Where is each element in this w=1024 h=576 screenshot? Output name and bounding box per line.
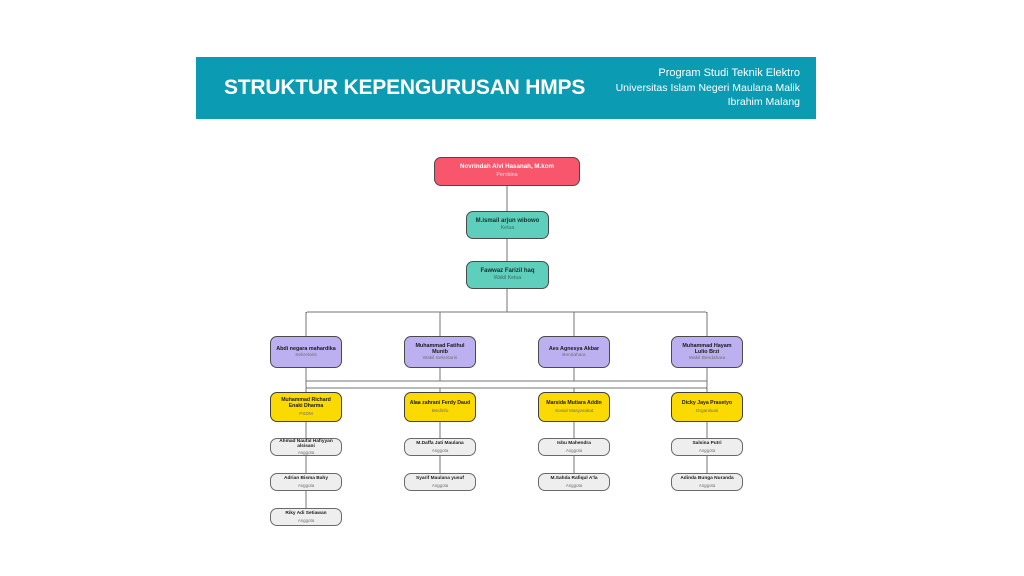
program-name: Program Studi Teknik Elektro: [658, 67, 800, 80]
node-name: Salsina Putri: [692, 441, 722, 447]
node-anggota[interactable]: M.Sahda Rafiqul A'la Anggota: [538, 473, 610, 491]
node-bendahara[interactable]: Aes Agnesya Akbar Bendahara: [538, 336, 610, 368]
university-name: Universitas Islam Negeri Maulana Malik I…: [615, 82, 800, 109]
node-role: Wakil Bendahara: [688, 355, 726, 361]
node-anggota[interactable]: Adrian Bisma Bahy Anggota: [270, 473, 342, 491]
node-name: Marsida Mutiara Addin: [546, 399, 602, 406]
node-ketua[interactable]: M.ismail arjun wibowo Ketua: [466, 211, 549, 239]
node-role: Organisasi: [695, 407, 719, 413]
node-anggota[interactable]: Syarif Maulana yusuf Anggota: [404, 473, 476, 491]
node-name: Riky Adi Setiawan: [285, 511, 327, 517]
node-pembina[interactable]: Novrindah Alvi Hasanah, M.kom Pembina: [434, 157, 580, 186]
node-name: Adinda Bunga Nuranda: [680, 476, 734, 482]
node-name: Muhammad Richard Enaki Dharma: [281, 396, 331, 409]
node-name: Novrindah Alvi Hasanah, M.kom: [460, 163, 554, 171]
node-role: Medinfo: [431, 407, 449, 413]
node-role: Anggota: [431, 447, 449, 453]
node-anggota[interactable]: Riky Adi Setiawan Anggota: [270, 508, 342, 526]
node-wakil-ketua[interactable]: Fawwaz Farizil haq Wakil Ketua: [466, 261, 549, 289]
node-anggota[interactable]: Ahmad Naufal Hafiyyan alsisani Anggota: [270, 438, 342, 456]
node-role: Sosial Masyarakat: [554, 407, 594, 413]
node-role: Anggota: [698, 447, 716, 453]
node-role: Bendahara: [562, 352, 586, 358]
node-role: Anggota: [431, 482, 449, 488]
node-anggota[interactable]: Salsina Putri Anggota: [671, 438, 743, 456]
node-role: Anggota: [698, 482, 716, 488]
node-name: Fawwaz Farizil haq: [480, 268, 535, 275]
node-name: Alaa zahrani Ferdy Daud: [409, 399, 471, 406]
node-name: Adrian Bisma Bahy: [284, 476, 328, 482]
node-role: Anggota: [297, 450, 315, 456]
page-title: STRUKTUR KEPENGURUSAN HMPS: [224, 76, 586, 99]
node-name: Aes Agnesya Akbar: [548, 345, 600, 352]
node-role: Ketua: [500, 224, 515, 231]
node-name: Ahmad Naufal Hafiyyan alsisani: [279, 438, 333, 449]
node-name: Muhammad Hayam Lulio Brzi: [682, 342, 732, 355]
node-role: Wakil Sekretaris: [422, 355, 458, 361]
header-banner: STRUKTUR KEPENGURUSAN HMPS Program Studi…: [196, 57, 816, 119]
node-divisi-psdm[interactable]: Muhammad Richard Enaki Dharma PSDM: [270, 392, 342, 422]
node-anggota[interactable]: Adinda Bunga Nuranda Anggota: [671, 473, 743, 491]
node-name: M.ismail arjun wibowo: [475, 218, 540, 225]
node-divisi-medinfo[interactable]: Alaa zahrani Ferdy Daud Medinfo: [404, 392, 476, 422]
node-anggota[interactable]: M.Daffa Jati Maulana Anggota: [404, 438, 476, 456]
node-name: Syarif Maulana yusuf: [416, 476, 464, 482]
node-wakil-sekretaris[interactable]: Muhammad Fatihul Munib Wakil Sekretaris: [404, 336, 476, 368]
node-role: Anggota: [565, 482, 583, 488]
node-role: Sekretaris: [295, 352, 317, 358]
node-role: Anggota: [297, 517, 315, 523]
node-name: M.Daffa Jati Maulana: [416, 441, 464, 447]
node-name: Abdi negara mahardika: [276, 345, 336, 352]
node-wakil-bendahara[interactable]: Muhammad Hayam Lulio Brzi Wakil Bendahar…: [671, 336, 743, 368]
node-role: Wakil Ketua: [493, 274, 522, 281]
node-name: M.Sahda Rafiqul A'la: [550, 476, 598, 482]
node-role: Anggota: [297, 482, 315, 488]
node-name: Muhammad Fatihul Munib: [415, 342, 465, 355]
node-name: Dicky Jaya Prasetyo: [681, 399, 733, 406]
node-divisi-organisasi[interactable]: Dicky Jaya Prasetyo Organisasi: [671, 392, 743, 422]
node-name: Isbu Mahendra: [557, 441, 591, 447]
node-role: Pembina: [496, 172, 518, 179]
node-role: Anggota: [565, 447, 583, 453]
node-role: PSDM: [299, 410, 313, 416]
node-divisi-sosial-masyarakat[interactable]: Marsida Mutiara Addin Sosial Masyarakat: [538, 392, 610, 422]
header-subtitle: Program Studi Teknik Elektro Universitas…: [585, 66, 800, 109]
node-anggota[interactable]: Isbu Mahendra Anggota: [538, 438, 610, 456]
node-sekretaris[interactable]: Abdi negara mahardika Sekretaris: [270, 336, 342, 368]
